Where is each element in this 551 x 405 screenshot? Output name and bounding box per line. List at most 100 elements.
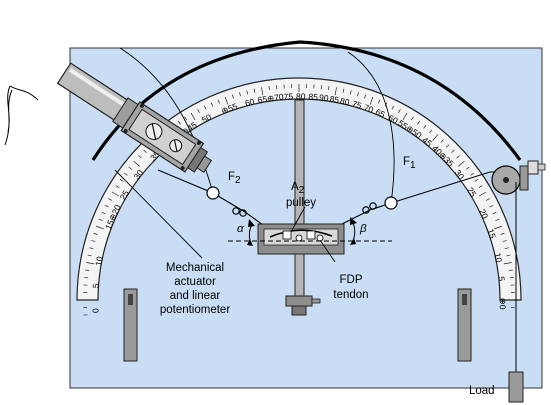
tendon-label: tendon <box>333 289 368 301</box>
protractor-scale <box>76 77 522 301</box>
scale-tick <box>500 232 505 235</box>
stand-foot <box>291 305 307 316</box>
scale-tick <box>465 166 470 170</box>
scale-tick <box>440 139 444 143</box>
scale-tick <box>478 191 487 197</box>
scale-tick <box>364 94 367 99</box>
actuator-label-line2: actuator <box>174 276 216 288</box>
actuator-cable <box>4 85 39 146</box>
scale-tick <box>504 247 509 250</box>
scale-tick <box>261 87 264 96</box>
scale-label: 80 <box>296 91 306 101</box>
left-clamp-post <box>123 288 138 362</box>
load-label: Load <box>469 385 495 397</box>
scale-label: ⊕0 <box>498 298 508 310</box>
pulley-wheel <box>491 160 546 195</box>
scale-tick <box>108 198 112 201</box>
scale-tick <box>398 109 401 113</box>
f2-label: F2 <box>228 171 241 186</box>
load-weight <box>508 371 524 403</box>
scale-tick <box>508 269 513 271</box>
scale-tick <box>101 211 106 215</box>
actuator-label-line1: Mechanical <box>166 262 224 274</box>
scale-tick <box>268 86 270 91</box>
scale-label: 60 <box>387 113 400 126</box>
scale-tick <box>456 155 460 159</box>
scale-tick <box>246 90 249 95</box>
scale-tick <box>197 109 200 113</box>
beta-angle-arc <box>350 217 357 245</box>
scale-label: 85 <box>329 94 340 106</box>
scale-tick <box>495 218 500 221</box>
stand-screw <box>311 298 321 304</box>
scale-tick <box>411 116 414 121</box>
scale-tick <box>429 129 433 134</box>
scale-label: 65⊕70 <box>257 91 284 105</box>
scale-label: 75 <box>351 99 363 111</box>
scale-tick <box>474 178 479 182</box>
pulley-leader-line <box>291 206 306 231</box>
scale-tick <box>253 88 256 93</box>
scale-tick <box>85 269 90 271</box>
scale-tick <box>91 240 96 242</box>
force-sensor-f2 <box>206 186 220 200</box>
scale-tick <box>349 90 352 95</box>
scale-tick <box>489 204 494 208</box>
scale-tick <box>502 240 507 242</box>
scale-tick <box>494 225 503 230</box>
scale-label: 60 <box>244 96 256 108</box>
scale-tick <box>378 99 381 104</box>
scale-tick <box>89 247 94 250</box>
string-left <box>119 47 214 194</box>
scale-tick <box>98 218 103 221</box>
right-clamp-post <box>457 288 472 362</box>
scale-tick <box>503 262 512 265</box>
scale-tick <box>95 225 104 230</box>
scale-label: 70 <box>363 102 376 115</box>
scale-label: 65 <box>374 107 387 120</box>
actuator-label-line4: potentiometer <box>160 304 230 316</box>
scale-tick <box>190 112 196 121</box>
scale-tick <box>224 96 229 105</box>
scale-tick <box>478 185 483 188</box>
scale-tick <box>115 185 120 188</box>
specimen-block <box>257 223 345 255</box>
scale-tick <box>143 149 147 153</box>
a2-pulley-label: A2 <box>291 181 305 196</box>
scale-tick <box>184 116 187 121</box>
scale-tick <box>239 92 241 97</box>
actuator-label-line3: and linear <box>170 290 221 302</box>
force-sensor-f1 <box>384 196 398 210</box>
scale-tick <box>492 211 497 215</box>
mechanical-actuator <box>56 62 213 173</box>
fdp-leader-line <box>319 239 336 263</box>
scale-tick <box>391 105 395 110</box>
scale-label: 85 <box>308 91 318 102</box>
scale-tick <box>87 254 92 257</box>
pulley-word-label: pulley <box>286 197 316 209</box>
scale-tick <box>334 87 337 96</box>
scale-tick <box>104 204 109 208</box>
scale-label: 20 <box>477 207 490 220</box>
scale-tick <box>506 254 511 257</box>
scale-label: 10 <box>93 255 105 266</box>
alpha-angle-arc <box>247 219 255 246</box>
scale-tick <box>417 120 421 125</box>
scale-tick <box>210 102 214 107</box>
beta-label: β <box>359 223 367 235</box>
scale-tick <box>138 155 142 159</box>
scale-tick <box>231 94 234 99</box>
scale-label: 80 <box>339 96 351 108</box>
scale-tick <box>203 105 207 110</box>
scale-tick <box>446 144 450 148</box>
scale-tick <box>86 262 95 265</box>
protractor-tick-marks <box>83 84 515 316</box>
scale-tick <box>328 86 330 91</box>
scale-label: 75 <box>283 91 293 101</box>
scale-tick <box>93 232 98 235</box>
f1-label: F1 <box>403 156 416 171</box>
scale-tick <box>124 172 128 176</box>
scale-tick <box>177 120 181 125</box>
hook-left <box>232 207 247 217</box>
